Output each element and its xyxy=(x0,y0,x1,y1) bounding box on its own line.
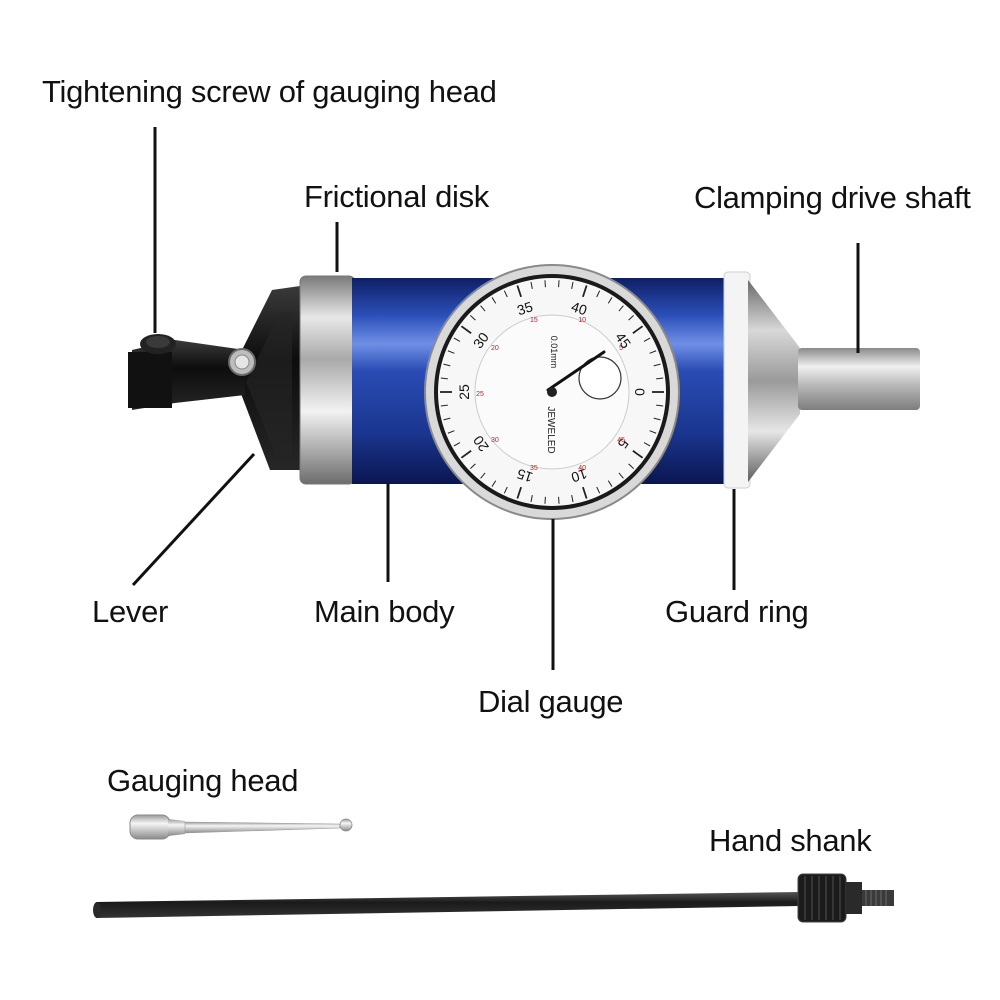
hand-shank-part xyxy=(93,873,894,923)
dial-minor-tick xyxy=(470,314,476,321)
dial-minor-tick xyxy=(503,486,508,494)
dial-major-number: 15 xyxy=(515,466,535,486)
dial-minor-tick xyxy=(607,480,613,487)
dial-major-tick xyxy=(582,285,588,298)
gauging-head-holder xyxy=(128,334,245,410)
dial-minor-tick xyxy=(607,297,613,304)
dial-minor-tick xyxy=(453,442,461,447)
dial-minor-tick xyxy=(596,486,601,494)
dial-minor-tick xyxy=(571,495,574,503)
dial-minor-tick xyxy=(491,480,497,487)
leader-line-lever xyxy=(131,452,256,587)
dial-minor-tick xyxy=(447,350,455,354)
label-gauging-head: Gauging head xyxy=(107,763,299,798)
dial-minor-tick xyxy=(571,281,574,289)
dial-major-tick xyxy=(632,450,644,459)
gauging-head-part xyxy=(129,814,353,840)
dial-minor-tick xyxy=(447,430,455,434)
dial-minor-tick xyxy=(643,337,651,342)
dial-minor-tick xyxy=(618,472,624,479)
dial-minor-number: 15 xyxy=(530,317,538,324)
revolution-subdial xyxy=(578,356,622,400)
dial-minor-tick xyxy=(440,404,448,407)
dial-major-tick xyxy=(460,450,472,459)
dial-major-tick xyxy=(516,486,522,499)
dial-minor-number: 10 xyxy=(578,317,586,324)
dial-minor-tick xyxy=(653,363,661,367)
dial-minor-tick xyxy=(649,430,657,434)
dial-minor-number: 20 xyxy=(491,345,499,352)
label-lever: Lever xyxy=(92,594,169,629)
dial-major-tick xyxy=(516,285,522,298)
guard-ring-part xyxy=(723,271,751,489)
label-clamping-drive-shaft: Clamping drive shaft xyxy=(694,180,971,215)
dial-minor-tick xyxy=(503,290,508,298)
dial-minor-tick xyxy=(656,377,664,380)
dial-minor-tick xyxy=(443,417,451,421)
dial-minor-number: 40 xyxy=(578,465,586,472)
label-frictional-disk: Frictional disk xyxy=(304,179,489,214)
label-hand-shank: Hand shank xyxy=(709,823,872,858)
dial-minor-number: 5 xyxy=(619,345,623,352)
dial-unit-text: 0.01mm xyxy=(549,336,559,369)
dial-minor-tick xyxy=(618,305,624,312)
dial-major-number: 35 xyxy=(515,298,535,318)
dial-minor-tick xyxy=(480,472,486,479)
lever-bolt xyxy=(228,348,256,376)
dial-minor-tick xyxy=(596,290,601,298)
dial-minor-tick xyxy=(491,297,497,304)
dial-minor-tick xyxy=(453,337,461,342)
dial-minor-tick xyxy=(643,442,651,447)
lever-part xyxy=(232,286,300,470)
clamping-shaft-part xyxy=(798,348,920,410)
dial-minor-number: 35 xyxy=(530,465,538,472)
dial-major-number: 10 xyxy=(569,466,589,486)
label-tightening-screw: Tightening screw of gauging head xyxy=(42,74,497,109)
label-main-body: Main body xyxy=(314,594,455,629)
dial-minor-tick xyxy=(530,495,533,503)
dial-minor-tick xyxy=(470,463,476,470)
cone-part xyxy=(748,280,800,482)
dial-major-tick xyxy=(460,325,472,334)
dial-major-tick xyxy=(632,325,644,334)
dial-brand-text: JEWELED xyxy=(545,406,556,453)
dial-minor-tick xyxy=(443,363,451,367)
dial-minor-number: 25 xyxy=(476,391,484,398)
dial-minor-tick xyxy=(656,404,664,407)
label-guard-ring: Guard ring xyxy=(665,594,809,629)
label-dial-gauge: Dial gauge xyxy=(478,684,624,719)
dial-minor-tick xyxy=(480,305,486,312)
dial-minor-tick xyxy=(440,377,448,380)
dial-minor-tick xyxy=(628,314,634,321)
dial-pointer xyxy=(546,350,606,392)
dial-minor-number: 30 xyxy=(491,437,499,444)
dial-minor-tick xyxy=(653,417,661,421)
dial-major-number: 25 xyxy=(456,384,472,400)
dial-minor-tick xyxy=(530,281,533,289)
frictional-disk-part xyxy=(300,276,355,484)
dial-major-number: 0 xyxy=(632,388,648,396)
dial-minor-tick xyxy=(649,350,657,354)
dial-major-tick xyxy=(582,486,588,499)
dial-minor-number: 45 xyxy=(617,437,625,444)
dial-major-number: 40 xyxy=(569,298,589,318)
dial-minor-tick xyxy=(628,463,634,470)
